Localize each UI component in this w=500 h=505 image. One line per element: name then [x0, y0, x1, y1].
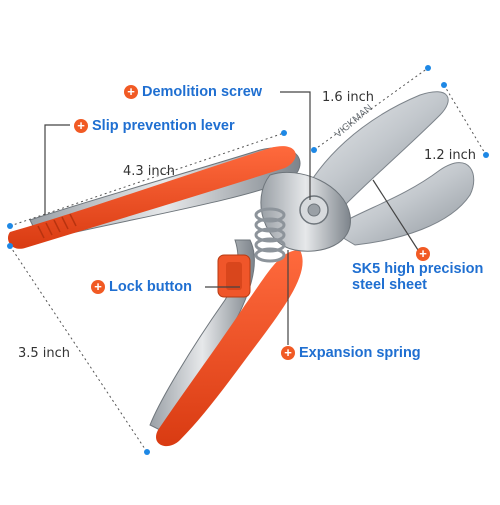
dimension-blade-height: 1.2 inch [424, 148, 477, 163]
plus-icon: + [91, 280, 105, 294]
upper-handle-grip [7, 146, 296, 249]
callout-sk5-steel: + SK5 high precision steel sheet [352, 247, 484, 294]
dimension-dots [7, 65, 489, 455]
callout-slip-prevention-lever: + Slip prevention lever [74, 118, 235, 134]
dimension-handle-span: 3.5 inch [18, 346, 71, 361]
plus-icon: + [416, 247, 430, 261]
upper-handle-ribs [37, 213, 77, 239]
callout-text: Demolition screw [142, 84, 263, 100]
callout-text-line1: SK5 high precision [352, 261, 484, 277]
callout-text-line2: steel sheet [352, 277, 427, 293]
callout-demolition-screw: + Demolition screw [124, 84, 262, 100]
plus-icon: + [281, 346, 295, 360]
expansion-spring [254, 207, 286, 263]
callout-expansion-spring: + Expansion spring [281, 345, 421, 361]
callout-text: Expansion spring [299, 345, 421, 361]
plus-icon: + [74, 119, 88, 133]
lower-handle-grip [156, 250, 303, 447]
callout-text: Slip prevention lever [92, 118, 235, 134]
plus-icon: + [124, 85, 138, 99]
dimension-handle-length: 4.3 inch [123, 164, 176, 179]
callout-text: Lock button [109, 279, 192, 295]
callout-lines [44, 91, 419, 345]
lock-button [217, 254, 251, 298]
upper-blade [299, 91, 449, 206]
dimension-blade-width: 1.6 inch [322, 90, 375, 105]
dimension-lines [9, 67, 487, 453]
lower-blade [329, 162, 475, 246]
callout-lock-button: + Lock button [91, 279, 192, 295]
